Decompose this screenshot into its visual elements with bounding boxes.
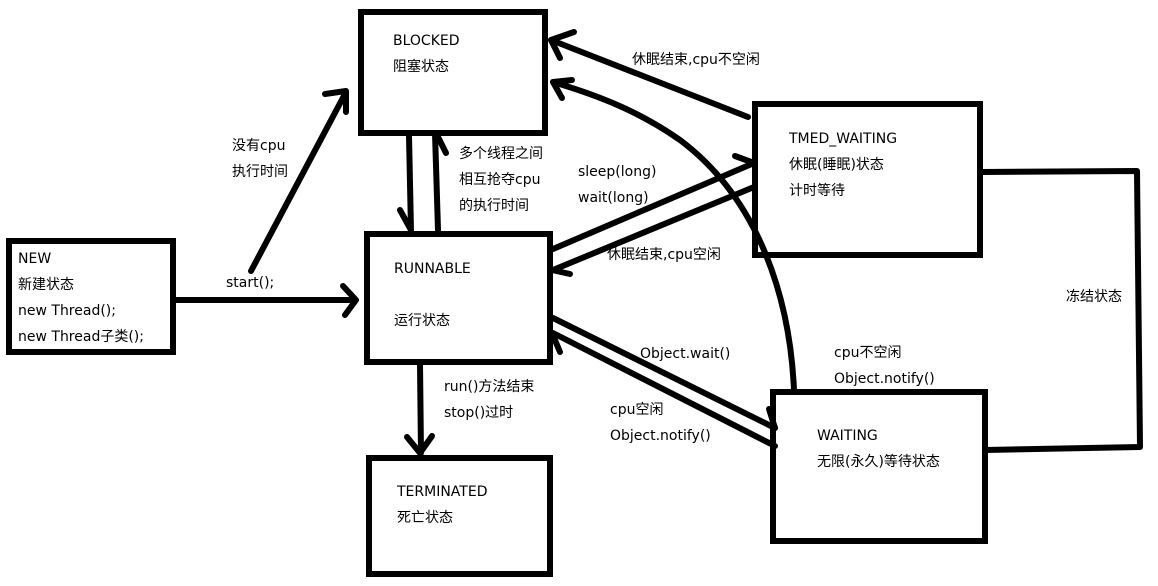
arrowhead-start-to-blocked bbox=[322, 88, 349, 115]
arrowhead-waiting-to-runnable bbox=[549, 330, 563, 355]
arrowhead-runnable-to-terminated bbox=[404, 433, 435, 456]
label-compete-line: 的执行时间 bbox=[459, 198, 529, 214]
arrow-blocked-to-runnable bbox=[406, 133, 414, 234]
arrowhead-runnable-to-timedwaiting bbox=[732, 153, 757, 166]
arrow-runnable-to-waiting bbox=[550, 315, 778, 431]
state-new-line: new Thread子类(); bbox=[18, 329, 144, 345]
label-compete: 多个线程之间 相互抢夺cpu 的执行时间 bbox=[459, 141, 543, 219]
state-runnable-name: RUNNABLE bbox=[394, 261, 471, 277]
label-sleep-wait-line: sleep(long) bbox=[578, 164, 657, 180]
state-new bbox=[6, 238, 176, 355]
label-sleep-end-free: 休眠结束,cpu空闲 bbox=[607, 247, 721, 263]
state-runnable-line: 运行状态 bbox=[394, 313, 450, 329]
state-timed-waiting-name: TMED_WAITING bbox=[789, 131, 898, 147]
state-terminated bbox=[366, 455, 553, 577]
label-cpu-free-notify: cpu空闲 Object.notify() bbox=[610, 397, 711, 449]
label-run-end-line: stop()过时 bbox=[444, 405, 514, 421]
label-no-cpu: 没有cpu 执行时间 bbox=[232, 133, 288, 185]
state-terminated-text: TERMINATED 死亡状态 bbox=[397, 479, 487, 531]
arrowhead-waiting-to-blocked bbox=[550, 77, 575, 101]
label-no-cpu-line: 没有cpu bbox=[232, 138, 286, 154]
label-cpu-busy-notify: cpu不空闲 Object.notify() bbox=[834, 340, 935, 392]
state-blocked-text: BLOCKED 阻塞状态 bbox=[393, 28, 460, 80]
arrow-runnable-to-terminated bbox=[417, 361, 424, 456]
arrow-runnable-to-blocked bbox=[432, 130, 441, 233]
state-waiting-line: 无限(永久)等待状态 bbox=[817, 454, 940, 470]
arrowhead-new-to-runnable bbox=[340, 283, 359, 318]
state-blocked bbox=[358, 9, 548, 136]
state-waiting-name: WAITING bbox=[817, 428, 878, 444]
state-timed-waiting bbox=[752, 101, 983, 258]
frozen-bracket bbox=[979, 168, 1143, 453]
label-compete-line: 相互抢夺cpu bbox=[459, 172, 541, 188]
label-run-end: run()方法结束 stop()过时 bbox=[444, 374, 534, 426]
arrow-timedwaiting-to-blocked bbox=[548, 37, 751, 120]
arrowhead-runnable-to-blocked bbox=[433, 130, 449, 156]
state-waiting bbox=[770, 389, 988, 544]
label-compete-line: 多个线程之间 bbox=[459, 146, 543, 162]
arrow-start-to-blocked bbox=[248, 89, 349, 274]
label-frozen: 冻结状态 bbox=[1066, 289, 1122, 305]
state-timed-waiting-line: 休眠(睡眠)状态 bbox=[789, 157, 884, 173]
state-timed-waiting-text: TMED_WAITING 休眠(睡眠)状态 计时等待 bbox=[789, 126, 897, 204]
arrow-waiting-to-blocked bbox=[550, 79, 797, 393]
state-new-text: NEW 新建状态 new Thread(); new Thread子类(); bbox=[18, 246, 144, 350]
arrow-timedwaiting-to-runnable bbox=[550, 184, 757, 273]
state-new-line: 新建状态 bbox=[18, 277, 74, 293]
label-object-wait: Object.wait() bbox=[640, 346, 731, 362]
label-sleep-wait: sleep(long) wait(long) bbox=[578, 159, 656, 211]
label-run-end-line: run()方法结束 bbox=[444, 379, 535, 395]
state-runnable bbox=[364, 231, 553, 365]
label-cpu-free-notify-line: Object.notify() bbox=[610, 428, 711, 444]
label-cpu-busy-notify-line: Object.notify() bbox=[834, 371, 935, 387]
state-new-line: new Thread(); bbox=[18, 303, 116, 319]
label-sleep-end-busy: 休眠结束,cpu不空闲 bbox=[632, 52, 760, 68]
arrowhead-timedwaiting-to-runnable bbox=[549, 267, 573, 277]
label-start: start(); bbox=[226, 275, 275, 291]
state-terminated-name: TERMINATED bbox=[397, 484, 488, 500]
label-cpu-free-notify-line: cpu空闲 bbox=[610, 402, 664, 418]
arrowhead-timedwaiting-to-blocked bbox=[548, 29, 577, 61]
state-terminated-line: 死亡状态 bbox=[397, 510, 453, 526]
state-waiting-text: WAITING 无限(永久)等待状态 bbox=[817, 423, 940, 475]
state-new-name: NEW bbox=[18, 251, 52, 267]
state-blocked-line: 阻塞状态 bbox=[393, 59, 449, 75]
label-no-cpu-line: 执行时间 bbox=[232, 164, 288, 180]
label-cpu-busy-notify-line: cpu不空闲 bbox=[834, 345, 902, 361]
arrow-waiting-to-runnable bbox=[550, 330, 778, 449]
state-timed-waiting-line: 计时等待 bbox=[789, 183, 845, 199]
arrow-runnable-to-timedwaiting bbox=[550, 160, 757, 252]
arrowhead-blocked-to-runnable bbox=[397, 207, 414, 233]
state-blocked-name: BLOCKED bbox=[393, 33, 460, 49]
label-sleep-wait-line: wait(long) bbox=[578, 190, 649, 206]
